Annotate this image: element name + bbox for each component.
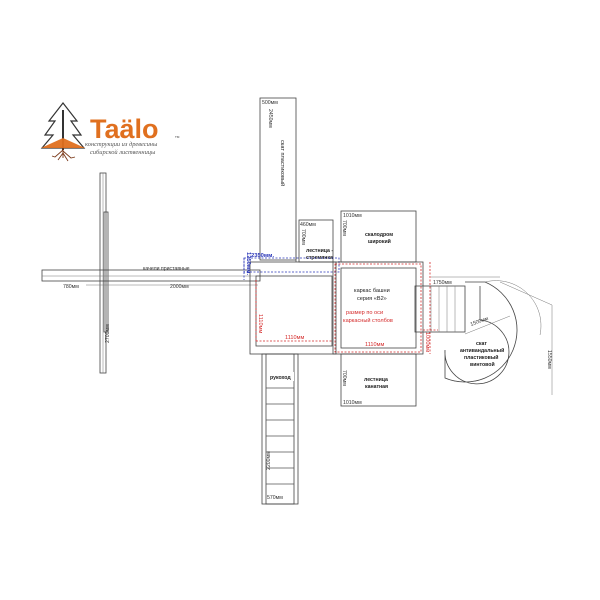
dim-1750-label: 1750мм: [433, 280, 452, 286]
spiral-slide-label-2: антивандальный: [460, 347, 504, 354]
ladder-stirrup: 460мм 700мм лестница - стремянка: [298, 219, 334, 263]
monkey-bars-label: рукоход: [270, 375, 291, 381]
tower-frame-label: каркас башни: [354, 288, 390, 294]
plastic-slide: 500мм 2450мм скат пластиковый: [259, 97, 297, 262]
slide-name-label: скат пластиковый: [279, 140, 286, 186]
spiral-slide: 1750мм 1550мм 1500мм скат антивандальный: [414, 276, 553, 395]
swing-mid-dim: 2000мм: [170, 284, 189, 290]
left-platform: 2350мм. 1250мм. 1110мм 1110мм: [243, 252, 340, 355]
monkey-bars-length: 2200мм: [266, 451, 272, 470]
dim-1550-label: 1550мм: [546, 350, 552, 369]
dim-1110-main-label: 1110мм: [365, 342, 384, 348]
tower-frame: каркас башни серия «В2» размер по оси ка…: [332, 261, 438, 355]
rope-ladder-height: 700мм: [341, 370, 347, 386]
roots-icon: [51, 148, 76, 162]
tree-icon: [40, 102, 86, 150]
swing-set: качели приставные 780мм 2000мм 2700мм: [41, 172, 261, 374]
spiral-slide-label: скат: [476, 341, 487, 347]
slide-length-label: 2450мм: [267, 109, 273, 128]
axis-note-label: размер по оси: [346, 310, 383, 316]
monkey-bars: рукоход 2200мм 570мм: [261, 353, 299, 505]
ladder-stirrup-label-2: стремянка: [306, 255, 333, 261]
swing-height-dim: 2700мм: [105, 324, 111, 343]
dim-1000-label: 1000мм: [424, 332, 430, 352]
spiral-slide-label-4: винтовой: [470, 361, 495, 368]
rope-ladder-label-2: канатная: [365, 384, 388, 390]
swing-left-dim: 780мм: [63, 284, 79, 290]
dim-1110-v-label: 1110мм: [257, 314, 263, 333]
dim-2350-label: 2350мм.: [251, 253, 274, 259]
ladder-stirrup-width: 460мм: [300, 222, 316, 228]
ladder-stirrup-height: 700мм: [300, 229, 306, 245]
ramp-steps: [422, 286, 456, 332]
climb-wall-label-2: широкий: [368, 238, 391, 245]
brand-tagline-2: сибирской лиственницы: [90, 149, 156, 156]
climb-wall-width: 1010мм: [343, 213, 362, 219]
axis-note-label-2: каркасный столбов: [343, 317, 393, 324]
dim-1110-h-label: 1110мм: [285, 335, 304, 341]
dim-1250-label: 1250мм.: [245, 252, 251, 275]
brand-tagline-1: конструкции из древесины: [85, 141, 158, 148]
climb-wall-height: 700мм: [341, 220, 347, 236]
spiral-slide-label-3: пластиковый: [464, 354, 498, 361]
swing-beam-label: качели приставные: [143, 266, 190, 272]
tower-series-label: серия «В2»: [357, 296, 387, 302]
rope-ladder: 700мм лестница канатная 1010мм: [340, 353, 417, 407]
monkey-rungs: [266, 387, 294, 485]
brand-trademark: TM: [175, 135, 180, 139]
rope-ladder-label: лестница: [364, 377, 388, 383]
climb-wall-label: скалодром: [365, 232, 393, 238]
brand-logo: Taälo TM конструкции из древесины сибирс…: [40, 102, 180, 162]
ladder-stirrup-label: лестница -: [306, 248, 333, 254]
climbing-wall: 1010мм 700мм скалодром широкий: [340, 210, 417, 263]
slide-width-label: 500мм: [262, 100, 278, 106]
monkey-bars-width: 570мм: [267, 495, 283, 501]
rope-ladder-width: 1010мм: [343, 400, 362, 406]
brand-name: Taälo: [90, 114, 159, 144]
